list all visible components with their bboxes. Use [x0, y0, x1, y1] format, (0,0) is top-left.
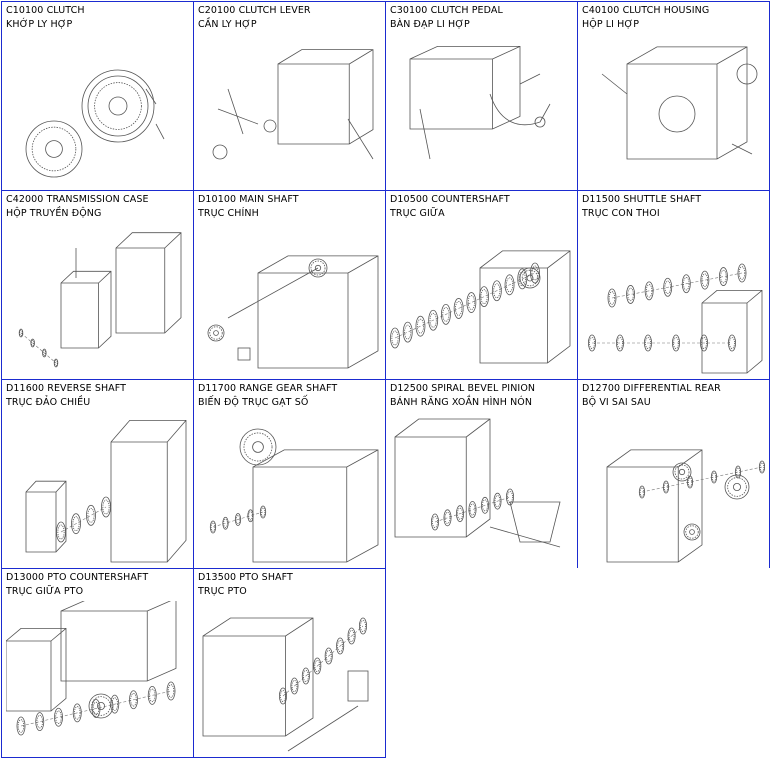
exploded-view-drawing	[606, 449, 765, 563]
cell-code: C10100 CLUTCH	[6, 5, 85, 16]
pto-countershaft-diagram	[6, 601, 189, 753]
transmission-case-diagram	[6, 223, 189, 375]
cell-code: C40100 CLUTCH HOUSING	[582, 5, 710, 16]
cell-vn-title: TRỤC GIỮA	[390, 208, 445, 219]
main-shaft-diagram	[198, 223, 381, 375]
reverse-shaft-diagram	[6, 412, 189, 564]
catalog-cell-d13500[interactable]: D13500 PTO SHAFT TRỤC PTO	[193, 568, 386, 758]
cell-vn-title: TRỤC ĐẢO CHIỀU	[6, 397, 91, 408]
exploded-view-drawing	[390, 250, 571, 364]
cell-code: C30100 CLUTCH PEDAL	[390, 5, 503, 16]
cell-code: D12500 SPIRAL BEVEL PINION	[390, 383, 536, 394]
cell-vn-title: KHỚP LY HỢP	[6, 19, 73, 30]
spiral-bevel-pinion-diagram	[390, 412, 573, 564]
catalog-cell-c40100[interactable]: C40100 CLUTCH HOUSING HỘP LI HỢP	[577, 1, 770, 191]
exploded-view-drawing	[207, 255, 379, 369]
catalog-cell-c30100[interactable]: C30100 CLUTCH PEDAL BÀN ĐẠP LI HỢP	[385, 1, 578, 191]
catalog-cell-d12700[interactable]: D12700 DIFFERENTIAL REAR BỘ VI SAI SAU	[577, 379, 770, 569]
cell-vn-title: HỘP TRUYỀN ĐỘNG	[6, 208, 102, 219]
cell-vn-title: TRỤC PTO	[198, 586, 247, 597]
clutch-housing-diagram	[582, 34, 765, 186]
shuttle-shaft-diagram	[582, 223, 765, 375]
cell-code: D11700 RANGE GEAR SHAFT	[198, 383, 338, 394]
exploded-view-drawing	[588, 263, 763, 374]
cell-code: D11600 REVERSE SHAFT	[6, 383, 127, 394]
catalog-cell-c20100[interactable]: C20100 CLUTCH LEVER CẦN LY HỢP	[193, 1, 386, 191]
exploded-view-drawing	[394, 418, 561, 548]
cell-code: D12700 DIFFERENTIAL REAR	[582, 383, 721, 394]
exploded-view-drawing	[25, 69, 165, 178]
pto-shaft-diagram	[198, 601, 381, 753]
exploded-view-drawing	[601, 46, 758, 160]
exploded-view-drawing	[6, 601, 177, 736]
clutch-pedal-diagram	[390, 34, 573, 186]
exploded-view-drawing	[18, 232, 182, 368]
cell-vn-title: BÀN ĐẠP LI HỢP	[390, 19, 470, 30]
cell-vn-title: BÁNH RĂNG XOẮN HÌNH NÓN	[390, 397, 533, 408]
cell-code: D13500 PTO SHAFT	[198, 572, 293, 583]
cell-vn-title: BIẾN ĐỘ TRỤC GẠT SỐ	[198, 397, 309, 408]
cell-code: D10100 MAIN SHAFT	[198, 194, 299, 205]
catalog-cell-d13000[interactable]: D13000 PTO COUNTERSHAFT TRỤC GIỮA PTO	[1, 568, 194, 758]
clutch-lever-diagram	[198, 34, 381, 186]
catalog-cell-c42000[interactable]: C42000 TRANSMISSION CASE HỘP TRUYỀN ĐỘNG	[1, 190, 194, 380]
cell-code: D11500 SHUTTLE SHAFT	[582, 194, 702, 205]
cell-code: D10500 COUNTERSHAFT	[390, 194, 510, 205]
catalog-cell-d10100[interactable]: D10100 MAIN SHAFT TRỤC CHÍNH	[193, 190, 386, 380]
catalog-cell-d12500[interactable]: D12500 SPIRAL BEVEL PINION BÁNH RĂNG XOẮ…	[385, 379, 578, 569]
cell-vn-title: TRỤC GIỮA PTO	[6, 586, 84, 597]
cell-code: D13000 PTO COUNTERSHAFT	[6, 572, 149, 583]
cell-code: C42000 TRANSMISSION CASE	[6, 194, 149, 205]
cell-vn-title: TRỤC CON THOI	[582, 208, 660, 219]
range-gear-shaft-diagram	[198, 412, 381, 564]
exploded-view-drawing	[212, 49, 374, 160]
differential-rear-diagram	[582, 412, 765, 564]
empty-area	[386, 568, 770, 758]
catalog-cell-d10500[interactable]: D10500 COUNTERSHAFT TRỤC GIỮA	[385, 190, 578, 380]
exploded-view-drawing	[25, 420, 187, 563]
cell-vn-title: HỘP LI HỢP	[582, 19, 640, 30]
cell-vn-title: BỘ VI SAI SAU	[582, 397, 651, 408]
countershaft-diagram	[390, 223, 573, 375]
clutch-diagram	[6, 34, 189, 186]
cell-vn-title: CẦN LY HỢP	[198, 19, 257, 30]
cell-code: C20100 CLUTCH LEVER	[198, 5, 311, 16]
exploded-view-drawing	[202, 617, 369, 752]
catalog-cell-c10100[interactable]: C10100 CLUTCH KHỚP LY HỢP	[1, 1, 194, 191]
exploded-view-drawing	[409, 46, 551, 160]
catalog-cell-d11500[interactable]: D11500 SHUTTLE SHAFT TRỤC CON THOI	[577, 190, 770, 380]
catalog-cell-d11600[interactable]: D11600 REVERSE SHAFT TRỤC ĐẢO CHIỀU	[1, 379, 194, 569]
exploded-view-drawing	[209, 428, 379, 563]
catalog-cell-d11700[interactable]: D11700 RANGE GEAR SHAFT BIẾN ĐỘ TRỤC GẠT…	[193, 379, 386, 569]
cell-vn-title: TRỤC CHÍNH	[198, 208, 259, 219]
